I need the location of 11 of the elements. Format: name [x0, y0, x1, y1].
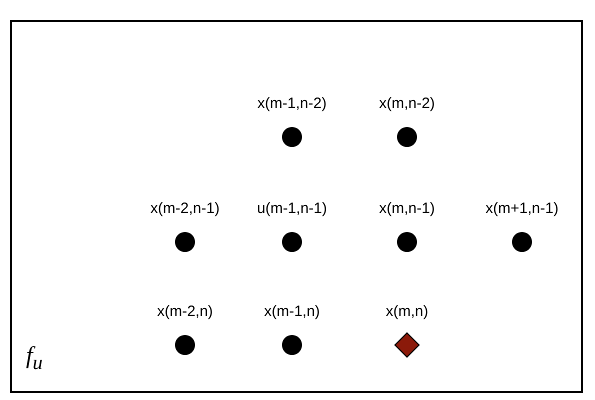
point-label: x(m-1,n-2) [257, 95, 327, 113]
frame-border [10, 20, 583, 393]
function-label: f$_{u}$ [26, 343, 43, 375]
point-label: x(m,n-2) [379, 95, 435, 113]
point-label: x(m+1,n-1) [486, 200, 558, 218]
point-label: x(m-2,n) [157, 303, 213, 321]
point-label: x(m-1,n) [264, 303, 320, 321]
point-label: x(m-2,n-1) [150, 200, 220, 218]
point-label: x(m,n-1) [379, 200, 435, 218]
point-label: x(m,n) [386, 303, 428, 321]
point-label: u(m-1,n-1) [256, 200, 327, 218]
